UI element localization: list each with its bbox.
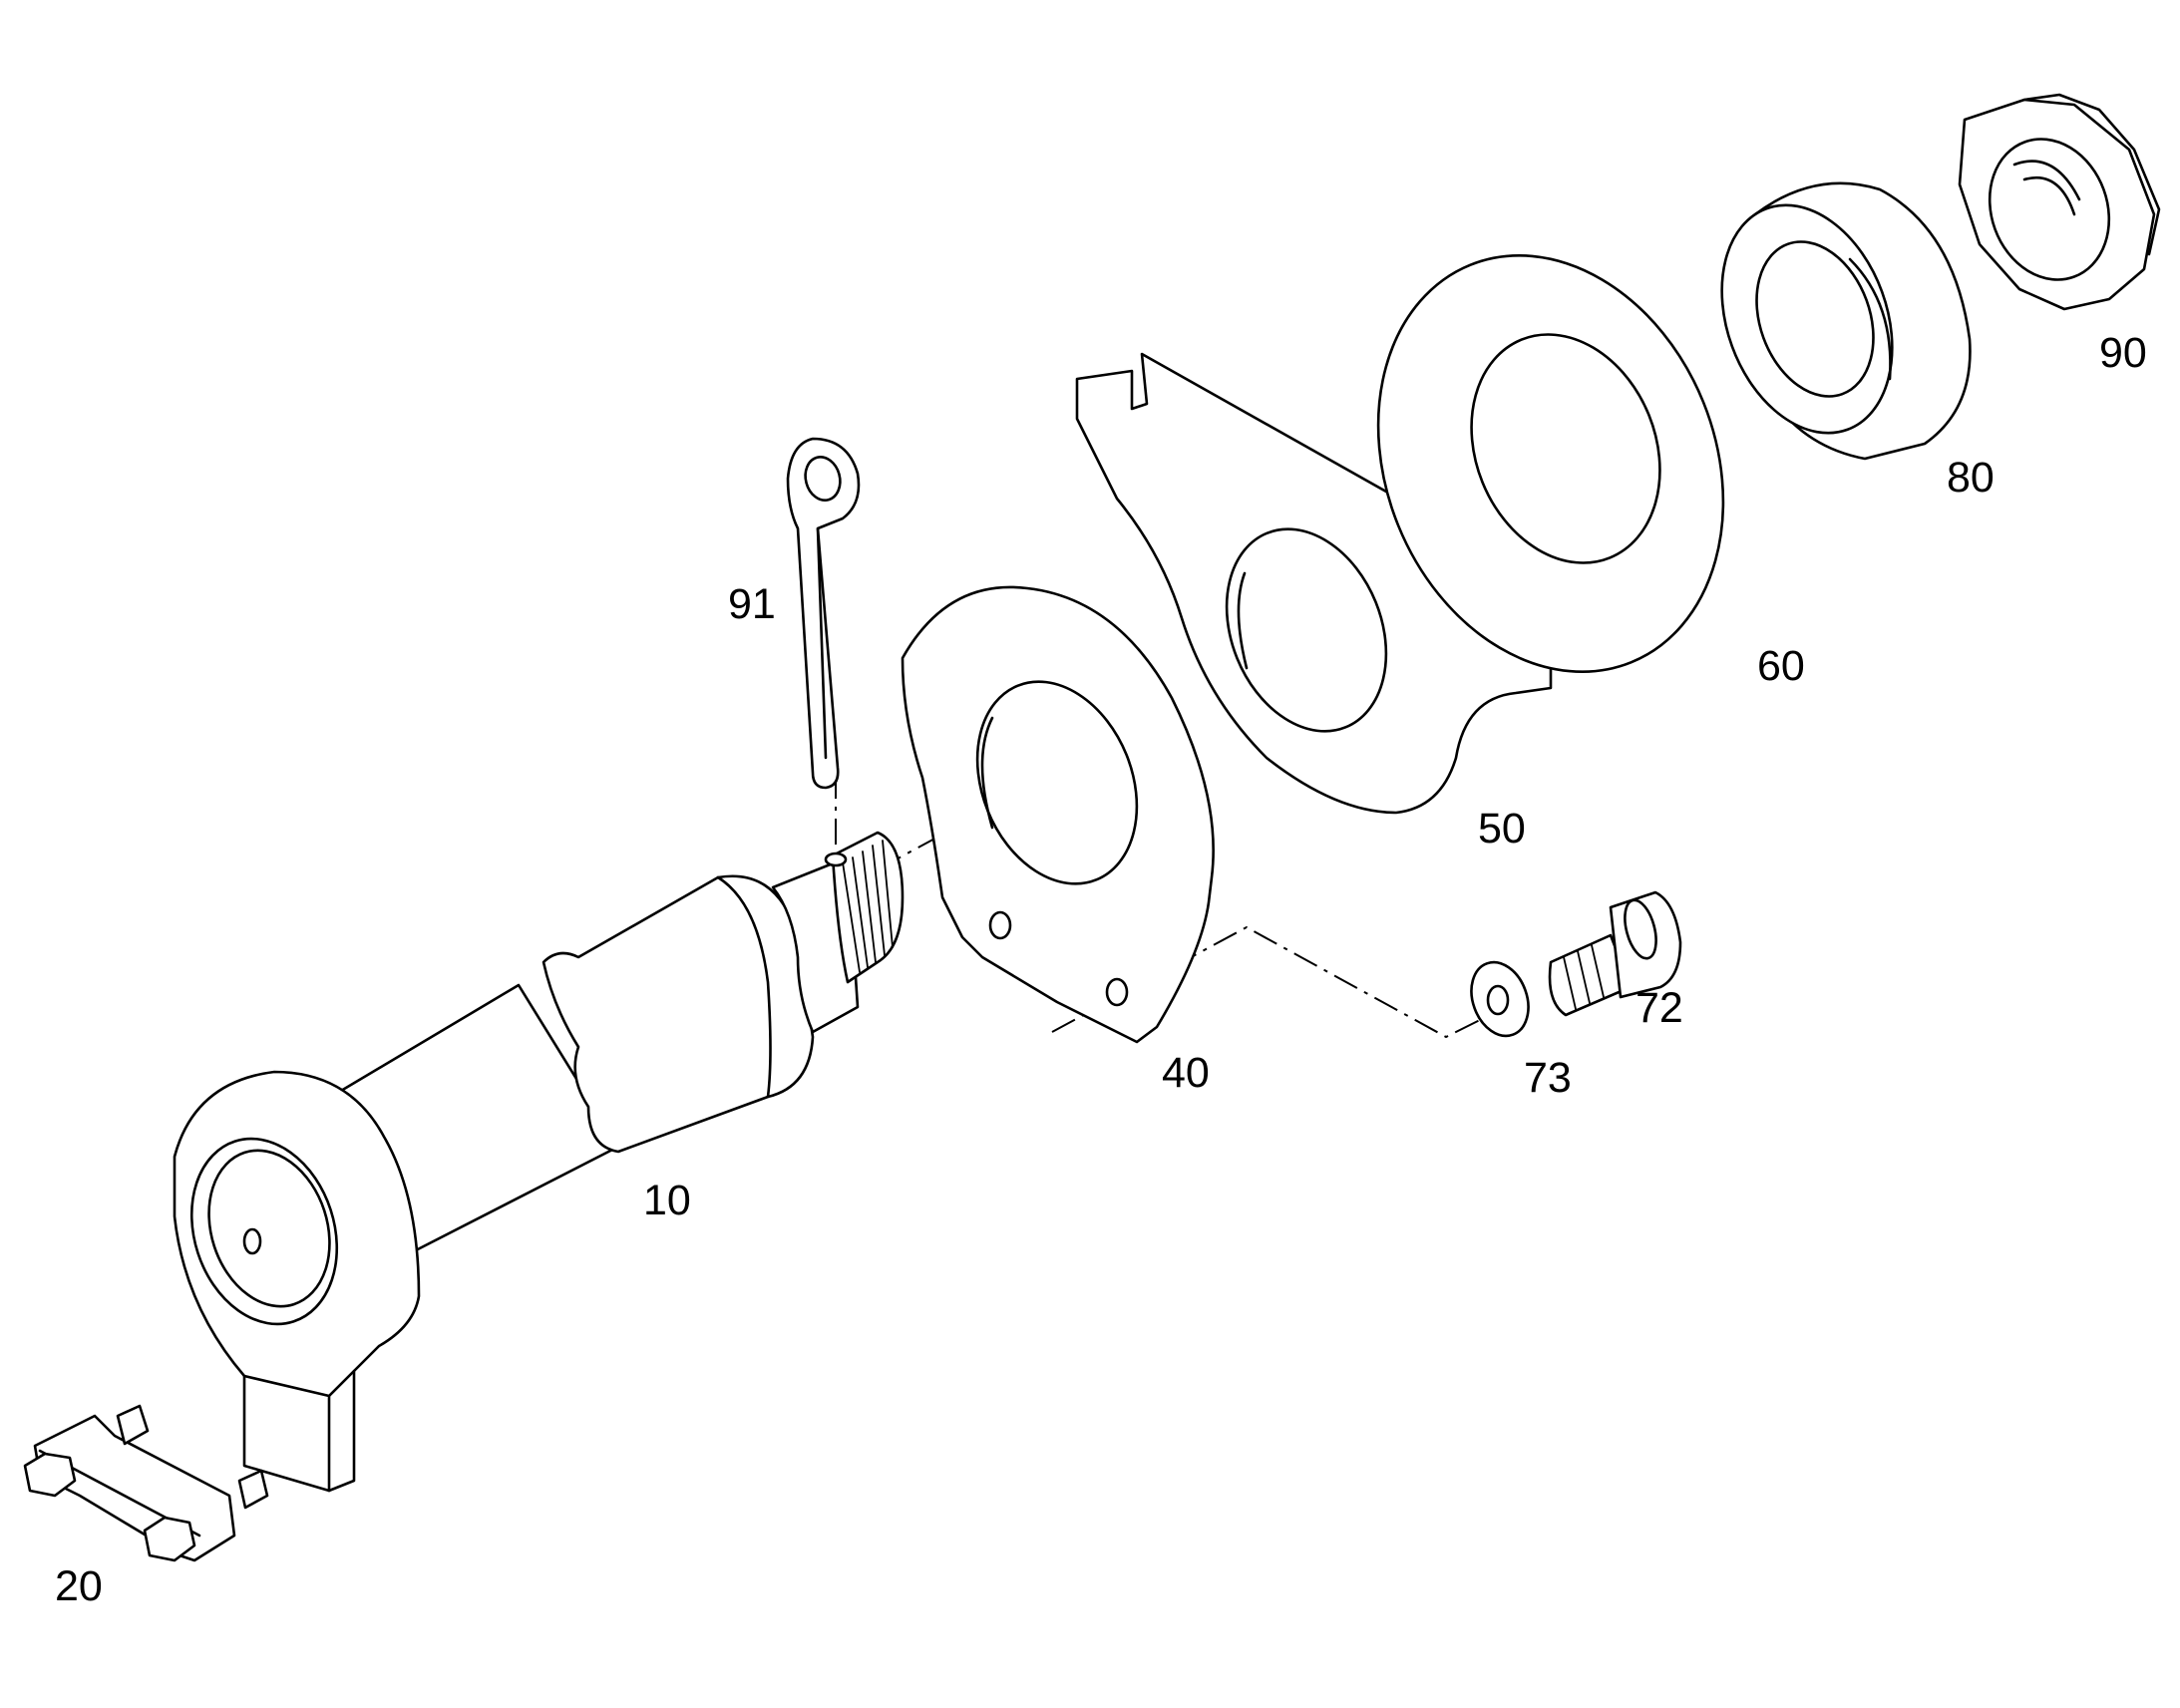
castle-nut-90	[1958, 93, 2161, 311]
label-60: 60	[1757, 642, 1805, 690]
clamp-part	[23, 1404, 269, 1562]
label-80: 80	[1947, 454, 1995, 502]
thread-marks	[842, 840, 894, 973]
label-72: 72	[1635, 984, 1683, 1032]
label-50: 50	[1478, 805, 1526, 853]
cotter-pin-91	[786, 437, 861, 790]
label-20: 20	[55, 1562, 103, 1610]
washer-60	[1376, 253, 1725, 674]
label-10: 10	[643, 1177, 691, 1224]
label-40: 40	[1162, 1049, 1210, 1097]
label-91: 91	[728, 580, 776, 628]
lock-washer-73	[1470, 960, 1530, 1038]
callout-labels: 91 10 20 40 50 60 72 73 80 90	[55, 329, 2147, 1610]
plate-40	[901, 585, 1215, 1044]
shaft-part	[173, 831, 905, 1493]
label-73: 73	[1524, 1054, 1572, 1102]
label-90: 90	[2099, 329, 2147, 377]
bearing-ring-80	[1720, 181, 1972, 461]
bracket-plate-50	[1075, 352, 1553, 815]
bolt-thread-marks	[1563, 944, 1605, 1010]
bolt-72	[1548, 890, 1682, 1017]
